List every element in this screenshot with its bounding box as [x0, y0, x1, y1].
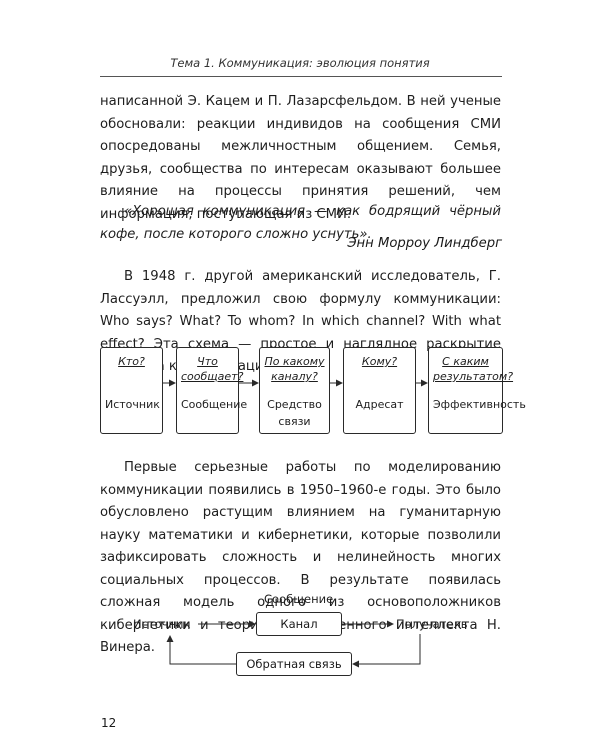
- box-answer: Сообщение: [181, 398, 248, 411]
- box-question: Кто?: [118, 355, 145, 368]
- feedback-box: Обратная связь: [236, 652, 352, 676]
- box-question: С каким результатом?: [433, 355, 514, 383]
- lasswell-box-effect: С каким результатом? Эффективность: [428, 347, 526, 434]
- channel-box: Канал: [256, 612, 342, 636]
- epigraph-author: Энн Морроу Линдберг: [347, 236, 502, 251]
- paragraph-katz-lazarsfeld: написанной Э. Кацем и П. Лазарсфельдом. …: [100, 94, 501, 222]
- box-question: Кому?: [361, 355, 398, 368]
- box-answer: Средство связи: [267, 398, 322, 428]
- lasswell-box-who: Кто? Источник: [100, 347, 163, 434]
- arrow-feedback-source: [166, 635, 236, 665]
- source-label: Источник: [133, 617, 191, 631]
- receiver-label: Получатель: [396, 617, 468, 631]
- page-number: 12: [101, 716, 117, 730]
- lasswell-box-whom: Кому? Адресат: [343, 347, 416, 434]
- header-rule: [100, 76, 502, 77]
- box-question: Что сообщает?: [181, 355, 244, 383]
- epigraph-quote: «Хорошая коммуникация — как бодрящий чёр…: [100, 204, 501, 242]
- running-header: Тема 1. Коммуникация: эволюция понятия: [170, 56, 430, 70]
- message-label: Сообщение: [264, 592, 334, 606]
- arrow-receiver-feedback: [352, 634, 421, 668]
- box-answer: Источник: [105, 398, 160, 411]
- lasswell-box-channel: По какому каналу? Средство связи: [259, 347, 330, 434]
- paragraph-wiener: Первые серьезные работы по моделированию…: [100, 460, 501, 655]
- box-answer: Адресат: [355, 398, 404, 411]
- lasswell-box-what: Что сообщает? Сообщение: [176, 347, 248, 434]
- box-question: По какому каналу?: [264, 355, 325, 383]
